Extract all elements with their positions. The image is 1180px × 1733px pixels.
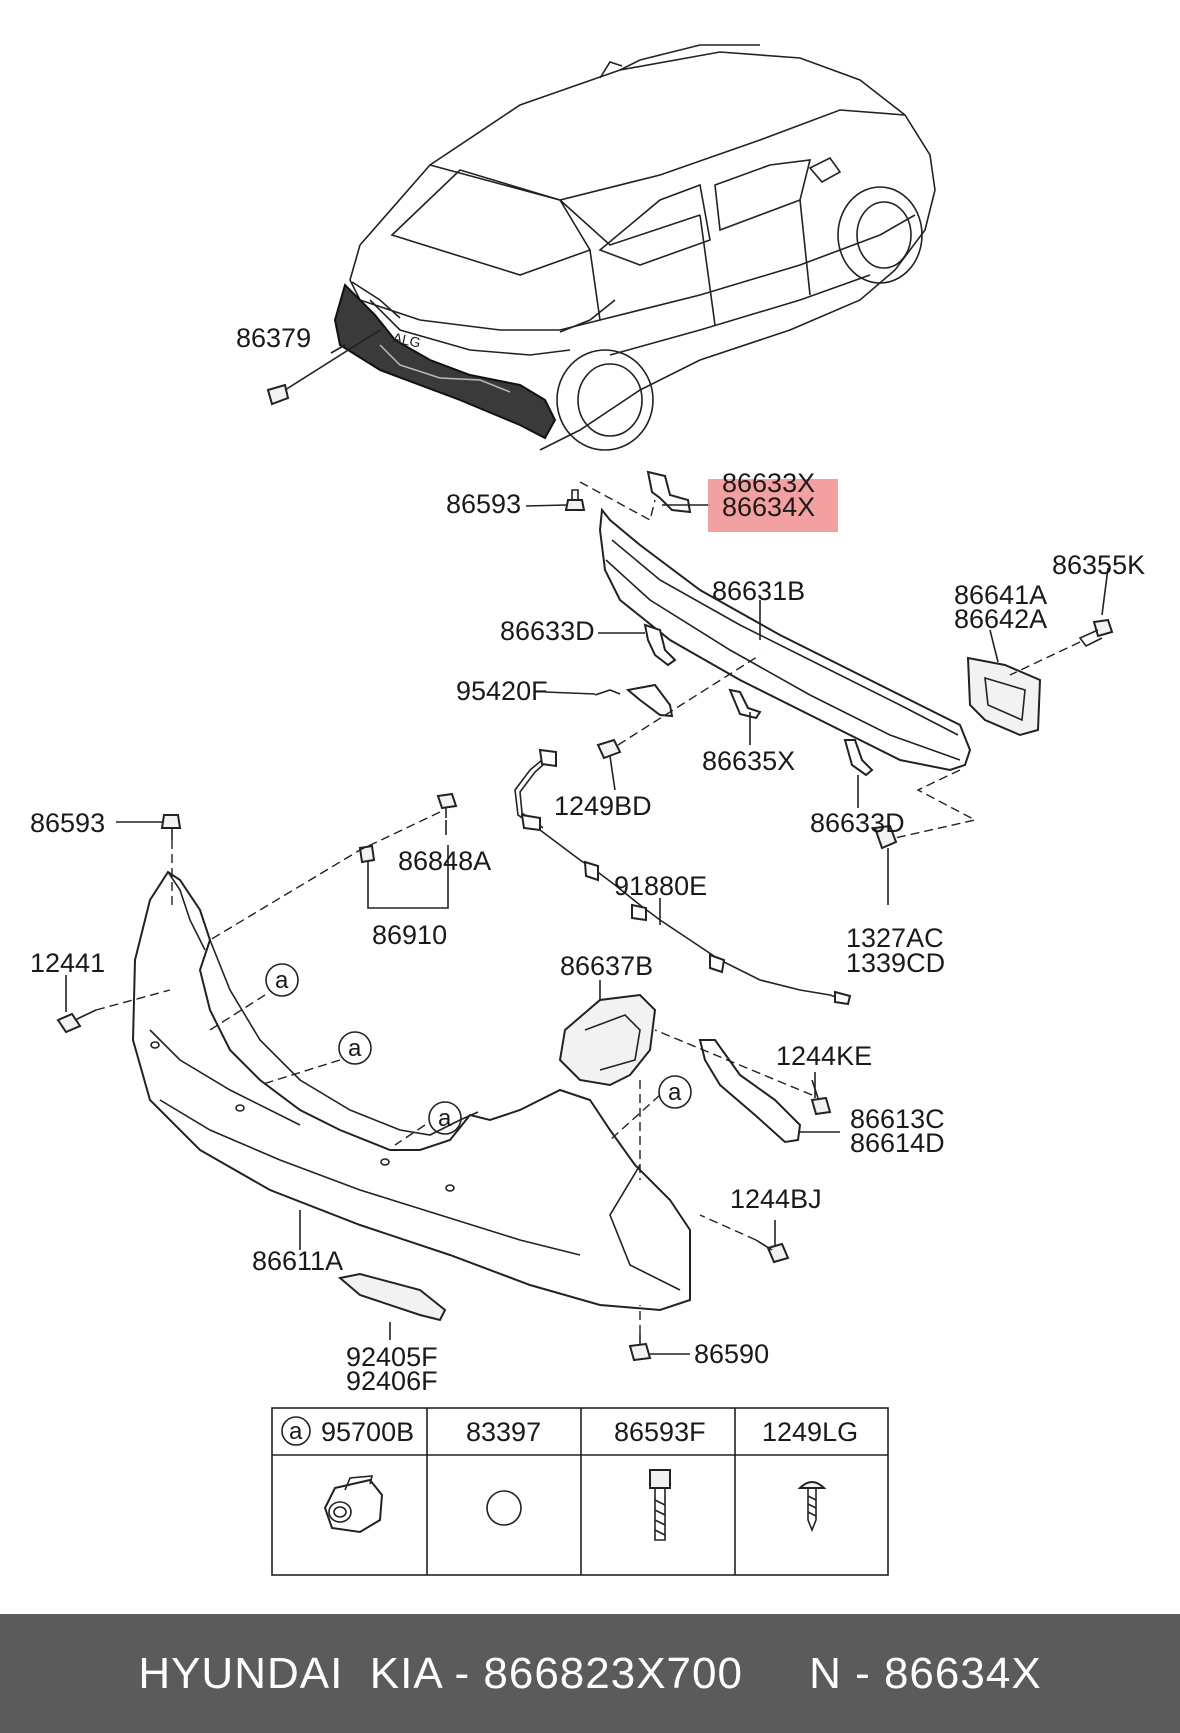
footer-part-number-text: HYUNDAI KIA - 866823X700 N - 86634X bbox=[138, 1648, 1042, 1698]
bolt-1244BJ bbox=[755, 1239, 790, 1264]
label-86848A: 86848A bbox=[398, 846, 491, 876]
bracket-86633D-lower bbox=[843, 739, 874, 777]
label-86590: 86590 bbox=[694, 1339, 769, 1369]
label-86634X: 86634X bbox=[722, 492, 815, 522]
bracket-86641A bbox=[966, 656, 1042, 737]
legend-sensor-icon bbox=[323, 1475, 384, 1534]
label-95420F: 95420F bbox=[456, 676, 548, 706]
reflector-92405F bbox=[337, 1272, 447, 1322]
label-86637B: 86637B bbox=[560, 951, 653, 981]
label-86593-left: 86593 bbox=[30, 808, 105, 838]
bolt-86355K bbox=[1078, 618, 1114, 648]
label-86593-top: 86593 bbox=[446, 489, 521, 519]
legend-marker-a: a bbox=[289, 1418, 303, 1445]
label-86614D: 86614D bbox=[850, 1128, 945, 1158]
label-86635X: 86635X bbox=[702, 746, 795, 776]
footer-bar: HYUNDAI KIA - 866823X700 N - 86634X bbox=[0, 1614, 1180, 1733]
legend-95700B: 95700B bbox=[321, 1417, 414, 1447]
label-86631B: 86631B bbox=[712, 576, 805, 606]
label-86613C: 86613C bbox=[850, 1104, 945, 1134]
wiring-harness-91880E bbox=[514, 748, 852, 1006]
part-labels: 86379 86593 86633X 86634X 86355K 86631B … bbox=[30, 323, 1145, 1396]
label-92405F: 92405F bbox=[346, 1342, 438, 1372]
label-86633X: 86633X bbox=[722, 468, 815, 498]
bumper-beam-86631B bbox=[598, 507, 972, 772]
bumper-cover-86611A bbox=[131, 870, 691, 1312]
label-1327AC: 1327AC bbox=[846, 923, 944, 953]
bracket-86637B bbox=[558, 993, 657, 1087]
marker-a-3: a bbox=[438, 1105, 452, 1132]
label-86642A: 86642A bbox=[954, 604, 1047, 634]
svg-text:ALG: ALG bbox=[391, 329, 422, 350]
bracket-86633X bbox=[646, 470, 692, 514]
part-86379-plug bbox=[266, 329, 381, 406]
bolt-1249BD bbox=[596, 738, 622, 771]
legend-plug-icon bbox=[486, 1490, 522, 1526]
label-86633D-lower: 86633D bbox=[810, 808, 905, 838]
label-1244KE: 1244KE bbox=[776, 1041, 872, 1071]
legend-screw-icon bbox=[797, 1481, 827, 1533]
parts-diagram: ALG bbox=[30, 44, 1145, 1576]
clip-86593-left bbox=[160, 814, 182, 840]
label-1249BD: 1249BD bbox=[554, 791, 652, 821]
leader-lines bbox=[65, 344, 1109, 1355]
legend-86593F: 86593F bbox=[614, 1417, 706, 1447]
clip-86590 bbox=[628, 1334, 652, 1362]
label-1339CD: 1339CD bbox=[846, 948, 945, 978]
legend-bolt-icon bbox=[649, 1469, 671, 1541]
label-12441: 12441 bbox=[30, 948, 105, 978]
car-illustration: ALG bbox=[333, 44, 936, 451]
marker-a-1: a bbox=[275, 967, 289, 994]
clip-86848A bbox=[436, 792, 458, 818]
bracket-86635X bbox=[728, 688, 762, 720]
nut-1327AC bbox=[873, 824, 898, 850]
bracket-86613C bbox=[698, 1039, 802, 1144]
label-1244BJ: 1244BJ bbox=[730, 1184, 822, 1214]
bracket-86633D-upper bbox=[643, 623, 677, 667]
label-86633D-upper: 86633D bbox=[500, 616, 595, 646]
legend-table: a 95700B 83397 86593F 1249LG bbox=[271, 1407, 889, 1576]
marker-a-2: a bbox=[348, 1035, 362, 1062]
clip-86593-top bbox=[564, 489, 586, 511]
label-92406F: 92406F bbox=[346, 1366, 438, 1396]
legend-83397: 83397 bbox=[466, 1417, 541, 1447]
marker-a-4: a bbox=[668, 1079, 682, 1106]
label-86641A: 86641A bbox=[954, 580, 1047, 610]
label-86355K: 86355K bbox=[1052, 550, 1145, 580]
sensor-95420F bbox=[594, 683, 674, 718]
sensor-markers: a a a a bbox=[265, 963, 692, 1135]
bolt-12441 bbox=[56, 1009, 97, 1034]
highlight-box bbox=[708, 479, 838, 532]
label-91880E: 91880E bbox=[614, 871, 707, 901]
legend-1249LG: 1249LG bbox=[762, 1417, 858, 1447]
label-86379: 86379 bbox=[236, 323, 311, 353]
clip-86910 bbox=[358, 844, 376, 864]
label-86611A: 86611A bbox=[252, 1246, 343, 1276]
label-86910: 86910 bbox=[372, 920, 447, 950]
